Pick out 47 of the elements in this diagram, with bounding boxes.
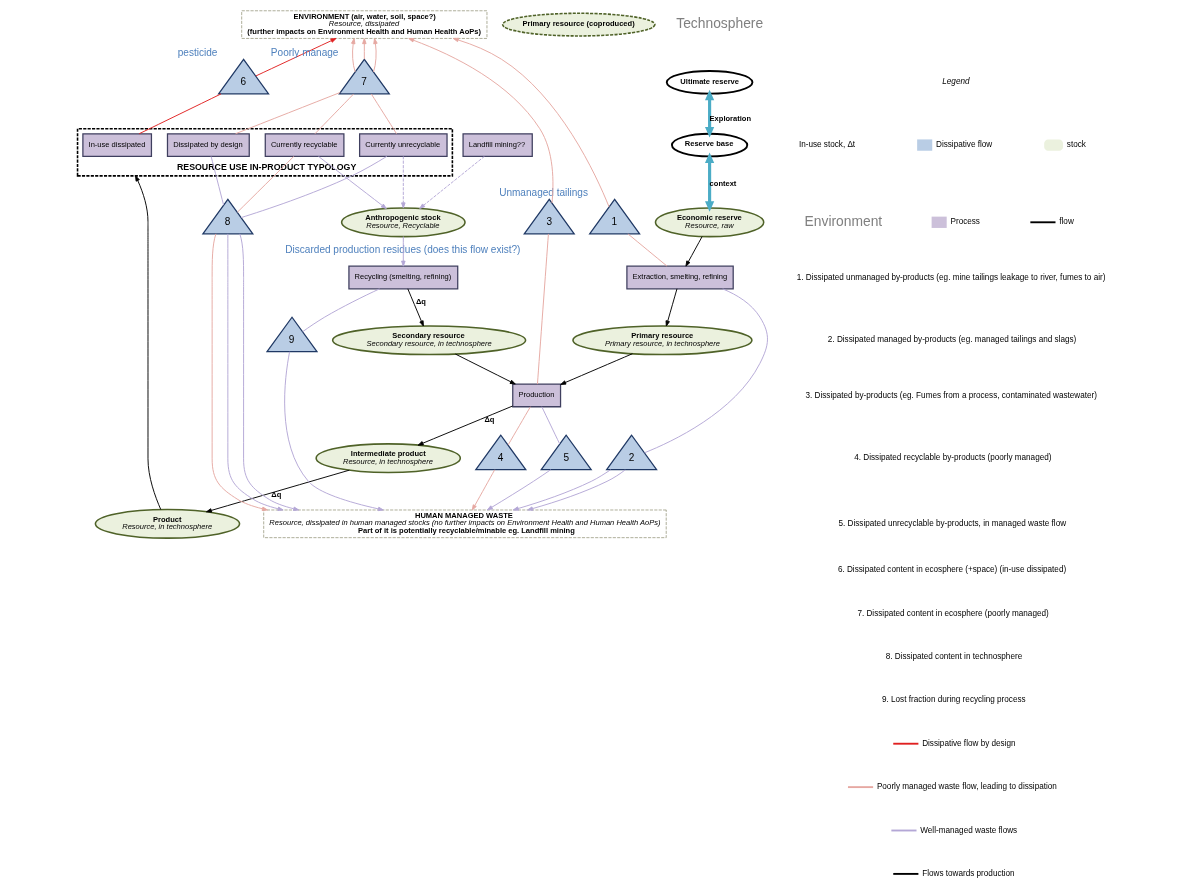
arrow bbox=[408, 38, 554, 204]
arrow bbox=[227, 233, 284, 511]
arrow bbox=[284, 351, 384, 512]
arrow bbox=[351, 38, 356, 73]
arrow bbox=[318, 155, 387, 210]
label: Technosphere bbox=[676, 15, 764, 32]
connector bbox=[138, 93, 222, 135]
arrow bbox=[705, 152, 715, 212]
connector bbox=[541, 406, 561, 445]
arrow bbox=[239, 233, 300, 511]
connector bbox=[536, 233, 549, 385]
arrow bbox=[419, 155, 485, 209]
label: Environment bbox=[804, 212, 883, 229]
arrow bbox=[527, 469, 626, 511]
node-label: pesticide bbox=[177, 46, 218, 58]
connector bbox=[302, 288, 380, 333]
connector bbox=[370, 93, 397, 135]
node-label: Discarded production residues (does this flow exist?) bbox=[285, 244, 521, 256]
node-label: Poorly manage bbox=[270, 46, 339, 58]
arrow bbox=[205, 469, 350, 513]
arrow bbox=[211, 233, 268, 511]
arrow bbox=[685, 236, 703, 267]
arrow bbox=[407, 288, 424, 327]
connector bbox=[210, 155, 225, 206]
arrow bbox=[135, 175, 162, 510]
arrow bbox=[560, 353, 633, 385]
connector bbox=[314, 93, 355, 135]
connector bbox=[235, 91, 341, 135]
connector bbox=[507, 406, 531, 446]
arrow bbox=[471, 469, 496, 511]
node-label: Unmanaged tailings bbox=[499, 186, 588, 198]
arrow bbox=[401, 236, 406, 267]
connector bbox=[644, 288, 768, 454]
arrow bbox=[705, 89, 715, 138]
arrow bbox=[362, 38, 367, 60]
arrow bbox=[454, 353, 516, 385]
arrow bbox=[665, 288, 678, 327]
arrow bbox=[373, 38, 378, 73]
connector bbox=[240, 155, 388, 219]
arrow bbox=[452, 37, 610, 208]
arrow bbox=[486, 469, 552, 511]
connector bbox=[627, 233, 668, 267]
arrow bbox=[255, 38, 337, 77]
arrow bbox=[417, 405, 514, 446]
arrow bbox=[401, 155, 406, 209]
arrow bbox=[512, 469, 612, 511]
connector bbox=[236, 155, 295, 213]
